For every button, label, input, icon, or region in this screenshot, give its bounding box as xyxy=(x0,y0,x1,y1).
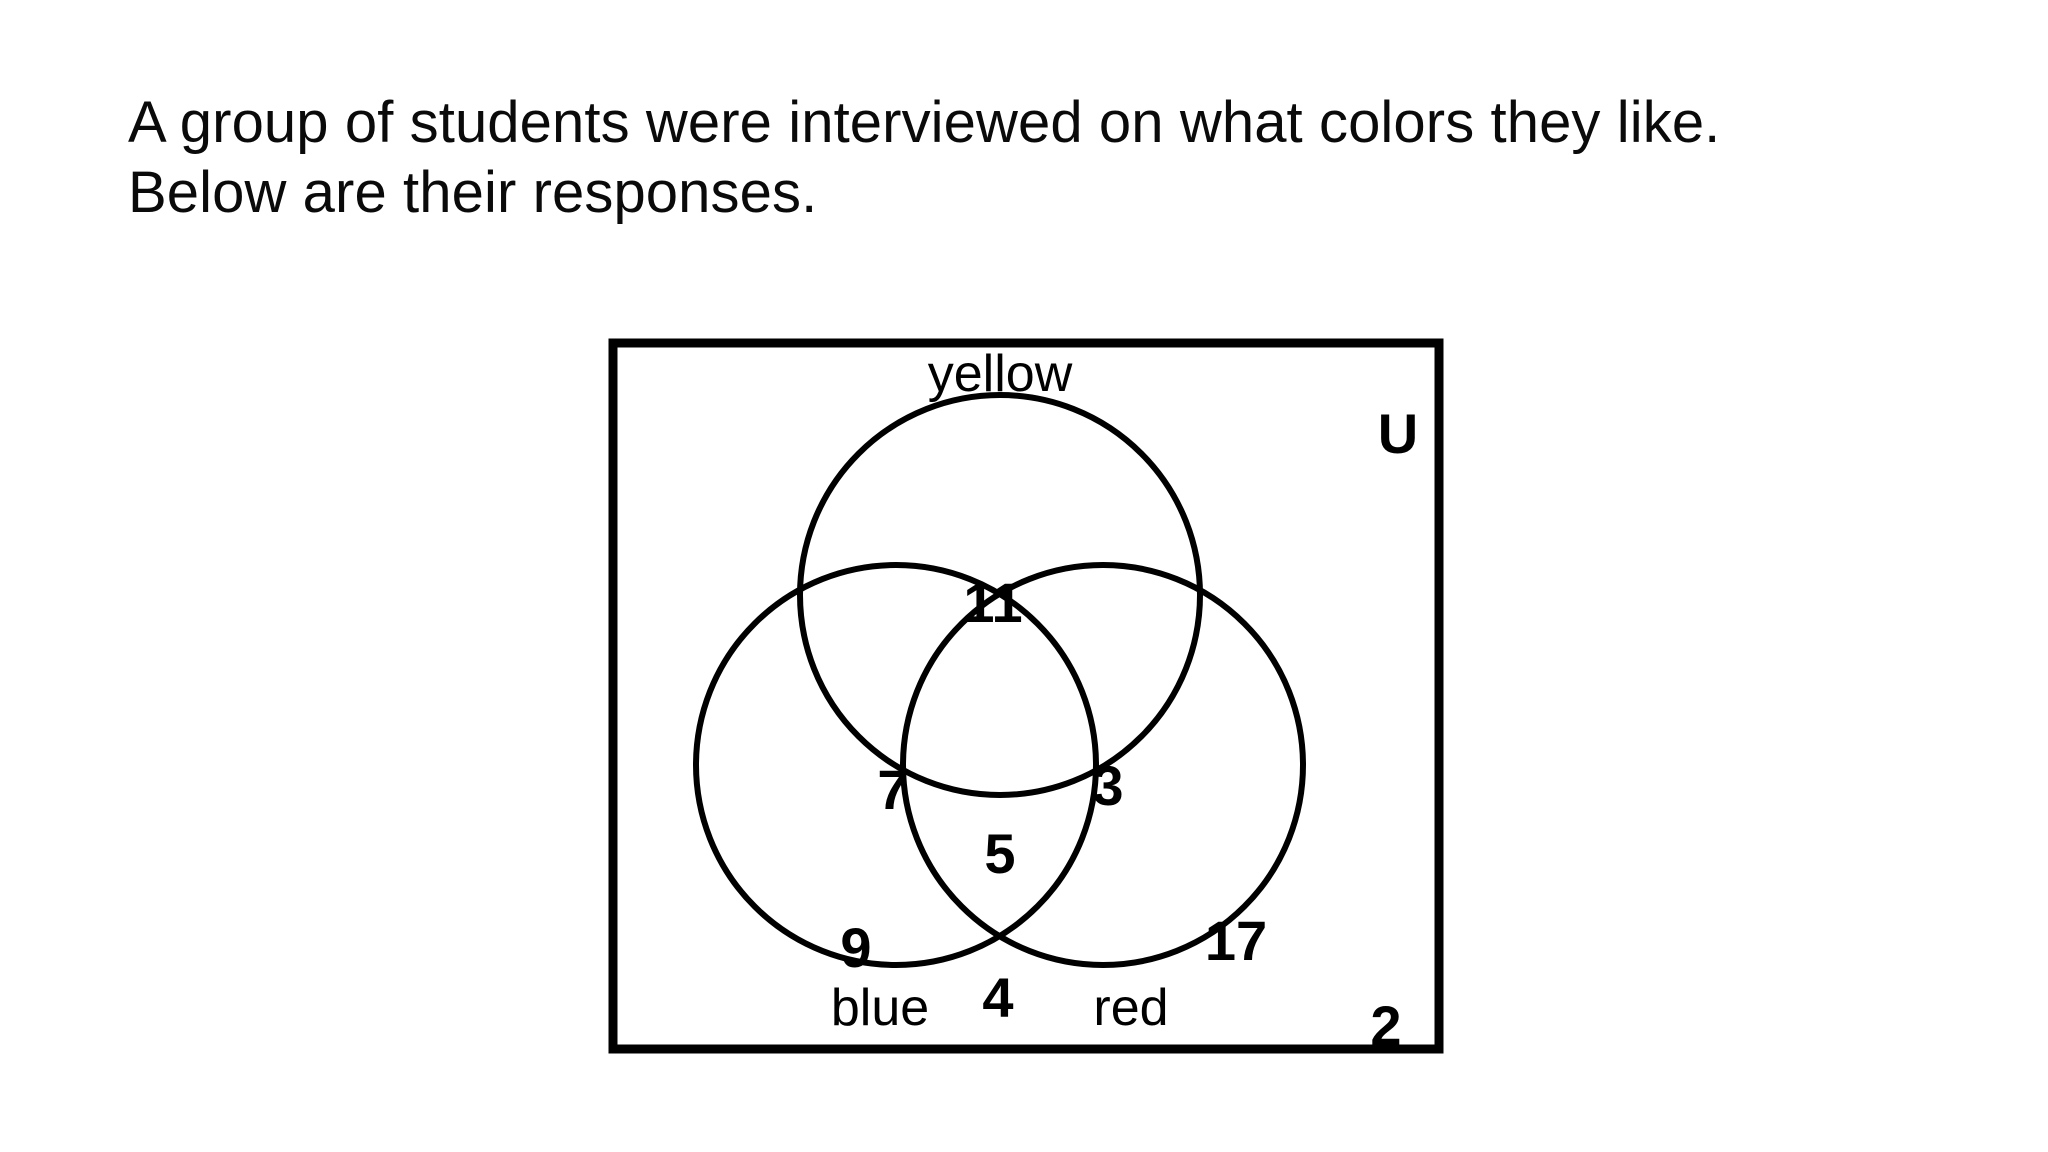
region-count-yellow-red: 3 xyxy=(1092,754,1124,817)
set-circle-red xyxy=(900,562,1306,968)
venn-diagram: yellow blue red U 11 7 3 5 9 4 17 2 xyxy=(608,338,1444,1054)
universe-label: U xyxy=(1377,402,1419,465)
region-count-all-three: 5 xyxy=(984,822,1016,885)
region-count-yellow-blue: 7 xyxy=(877,758,909,821)
region-count-red-only: 17 xyxy=(1204,909,1268,972)
set-label-blue: blue xyxy=(830,979,930,1037)
region-count-outside: 2 xyxy=(1370,994,1402,1057)
set-label-red: red xyxy=(1093,979,1169,1037)
region-count-blue-only: 9 xyxy=(840,916,872,979)
universe-rectangle xyxy=(608,338,1444,1054)
venn-diagram-svg xyxy=(608,338,1444,1054)
region-count-blue-red: 4 xyxy=(982,966,1014,1029)
question-text: A group of students were interviewed on … xyxy=(128,90,1737,225)
set-circle-yellow xyxy=(797,392,1203,798)
region-count-yellow-only: 11 xyxy=(963,571,1023,634)
set-label-yellow: yellow xyxy=(927,345,1073,403)
set-circle-blue xyxy=(693,562,1099,968)
